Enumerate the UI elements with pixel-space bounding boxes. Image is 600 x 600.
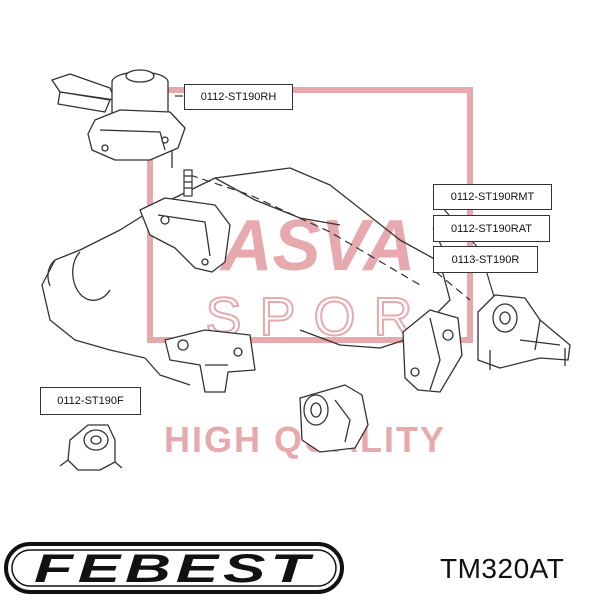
- callout-r: 0113-ST190R: [433, 246, 538, 273]
- callout-f-label: 0112-ST190F: [57, 395, 124, 407]
- center-mount-part: [299, 384, 369, 453]
- mount-rmt-part: [402, 309, 463, 393]
- callout-rh: 0112-ST190RH: [184, 84, 293, 110]
- callout-rmt-label: 0112-ST190RMT: [450, 191, 535, 203]
- watermark-brand: ASVA: [219, 206, 416, 286]
- engine-bracket: [139, 197, 231, 273]
- callout-f: 0112-ST190F: [40, 387, 141, 415]
- callout-rat: 0112-ST190RAT: [433, 215, 550, 242]
- logo-inner-frame: [11, 549, 337, 587]
- febest-logo: FEBEST: [4, 542, 344, 594]
- stud-bolt: [183, 169, 193, 197]
- mount-f-part: [59, 424, 123, 471]
- callout-rh-label: 0112-ST190RH: [200, 91, 277, 103]
- leader-r: [435, 271, 471, 301]
- engine-outline: [41, 167, 451, 386]
- callout-rmt: 0112-ST190RMT: [433, 184, 552, 210]
- mount-r-part: [477, 294, 571, 370]
- logo-frame: [4, 542, 344, 594]
- part-number: TM320AT: [440, 553, 565, 584]
- leader-lines: [189, 174, 471, 301]
- callout-rat-label: 0112-ST190RAT: [451, 222, 532, 235]
- callout-r-label: 0113-ST190R: [451, 253, 520, 266]
- mount-rh-part: [51, 69, 186, 168]
- leader-rh: [189, 174, 421, 286]
- transmission-bracket: [164, 329, 256, 393]
- logo-text: FEBEST: [34, 547, 315, 591]
